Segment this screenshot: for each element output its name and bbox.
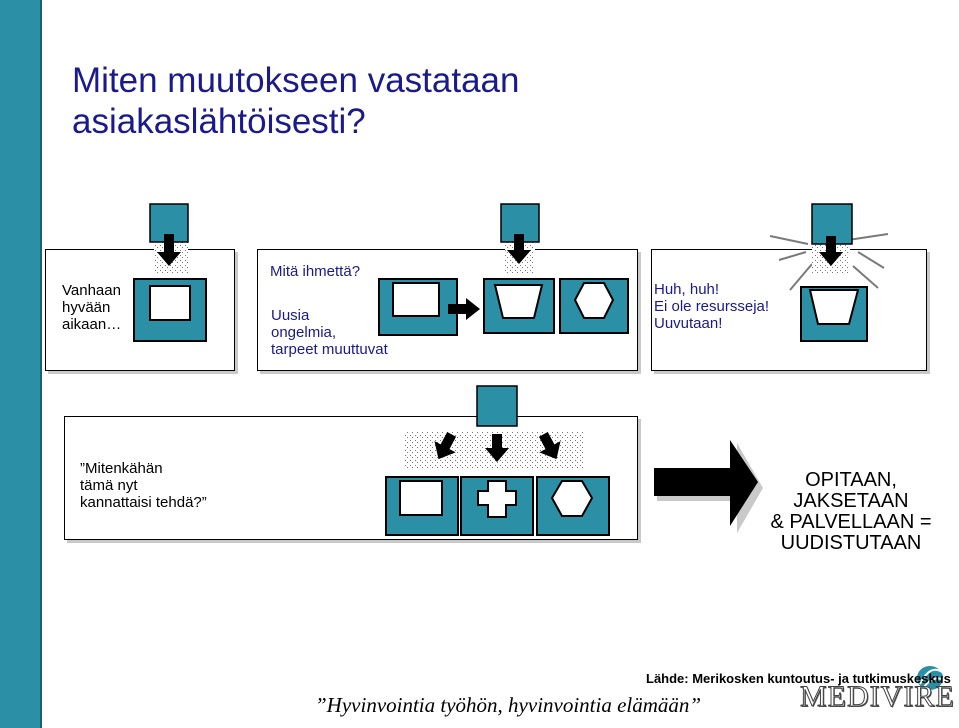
- source-label: Lähde: Merikosken kuntoutus- ja tutkimus…: [646, 671, 951, 686]
- hexagon-slot-frame: [559, 278, 629, 334]
- new-problems-label: Uusia ongelmia, tarpeet muuttuvat: [271, 307, 388, 358]
- square-slot-frame: [378, 278, 458, 336]
- right-arrow: [448, 298, 480, 320]
- brand-logo-text: MEDIVIRE: [800, 680, 955, 714]
- three-arrows: [434, 432, 561, 462]
- cross-slot-frame: [460, 476, 534, 536]
- trapezoid-slot-frame: [800, 286, 868, 342]
- central-block: [476, 385, 518, 427]
- square-slot-frame: [385, 476, 459, 536]
- big-right-arrow: [654, 440, 763, 533]
- square-slot-frame: [133, 278, 207, 342]
- medivire-logo-icon: [917, 666, 945, 691]
- motto-label: ”Hyvinvointia työhön, hyvinvointia elämä…: [315, 693, 702, 717]
- single-block-arrow: [149, 203, 189, 274]
- exhausted-label: Huh, huh! Ei ole resursseja! Uuvutaan!: [654, 281, 770, 332]
- hexagon-slot-frame: [536, 476, 610, 536]
- panel-exhausted: [651, 249, 927, 371]
- left-sidebar-bar: [0, 0, 42, 728]
- falling-block-arrow: [500, 203, 540, 274]
- trapezoid-slot-frame: [483, 278, 555, 334]
- conclusion-label: OPITAAN, JAKSETAAN & PALVELLAAN = UUDIST…: [770, 469, 932, 554]
- what-wonder-label: Mitä ihmettä?: [270, 263, 361, 280]
- question-label: ”Mitenkähän tämä nyt kannattaisi tehdä?”: [80, 460, 207, 511]
- stressed-block-arrow: [811, 203, 853, 274]
- old-times-label: Vanhaan hyvään aikaan…: [62, 282, 122, 333]
- slide-title: Miten muutokseen vastataan asiakaslähtöi…: [72, 61, 520, 141]
- stress-lines: [769, 233, 889, 291]
